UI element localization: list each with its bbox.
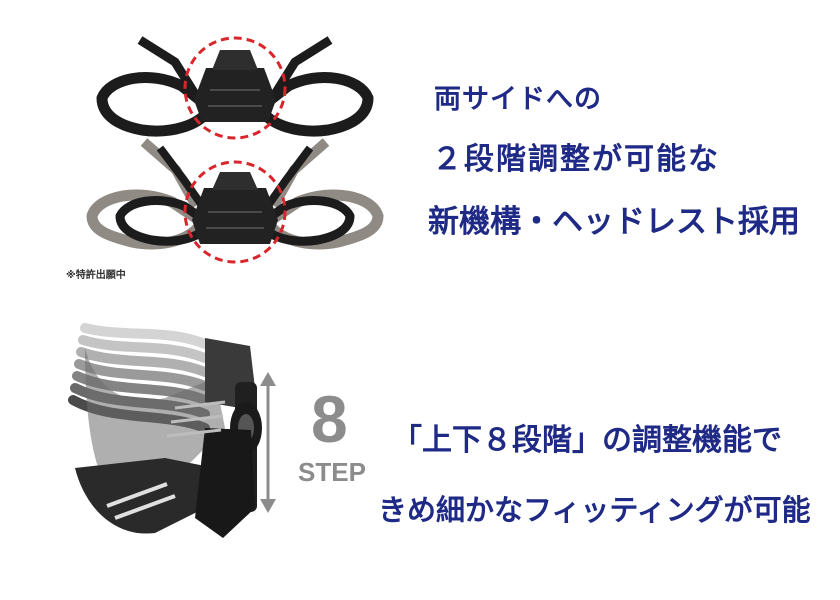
patent-pending-note: ※特許出願中 xyxy=(66,270,126,281)
step-count-number: 8 xyxy=(311,382,348,456)
highlight-circle-upper xyxy=(183,36,287,140)
step-label: STEP xyxy=(298,457,366,487)
headrest-top-view-lower xyxy=(86,138,384,264)
headrest-side-adjust-illustration xyxy=(86,36,384,264)
up-down-arrow-icon xyxy=(260,372,276,513)
headline-bottom-line-1: 「上下８段階」の調整機能で xyxy=(392,423,782,458)
headrest-top-view-upper xyxy=(96,36,374,140)
headline-top-line-1: 両サイドへの xyxy=(434,84,602,115)
headline-top-line-2: ２段階調整が可能な xyxy=(432,142,720,177)
highlight-circle-lower xyxy=(183,160,287,264)
headrest-side-view-body xyxy=(75,338,262,538)
headrest-height-adjust-illustration xyxy=(68,323,262,538)
headline-top-line-3: 新機構・ヘッドレスト採用 xyxy=(428,204,800,240)
headline-bottom-line-2: きめ細かなフィッティングが可能 xyxy=(378,493,811,527)
